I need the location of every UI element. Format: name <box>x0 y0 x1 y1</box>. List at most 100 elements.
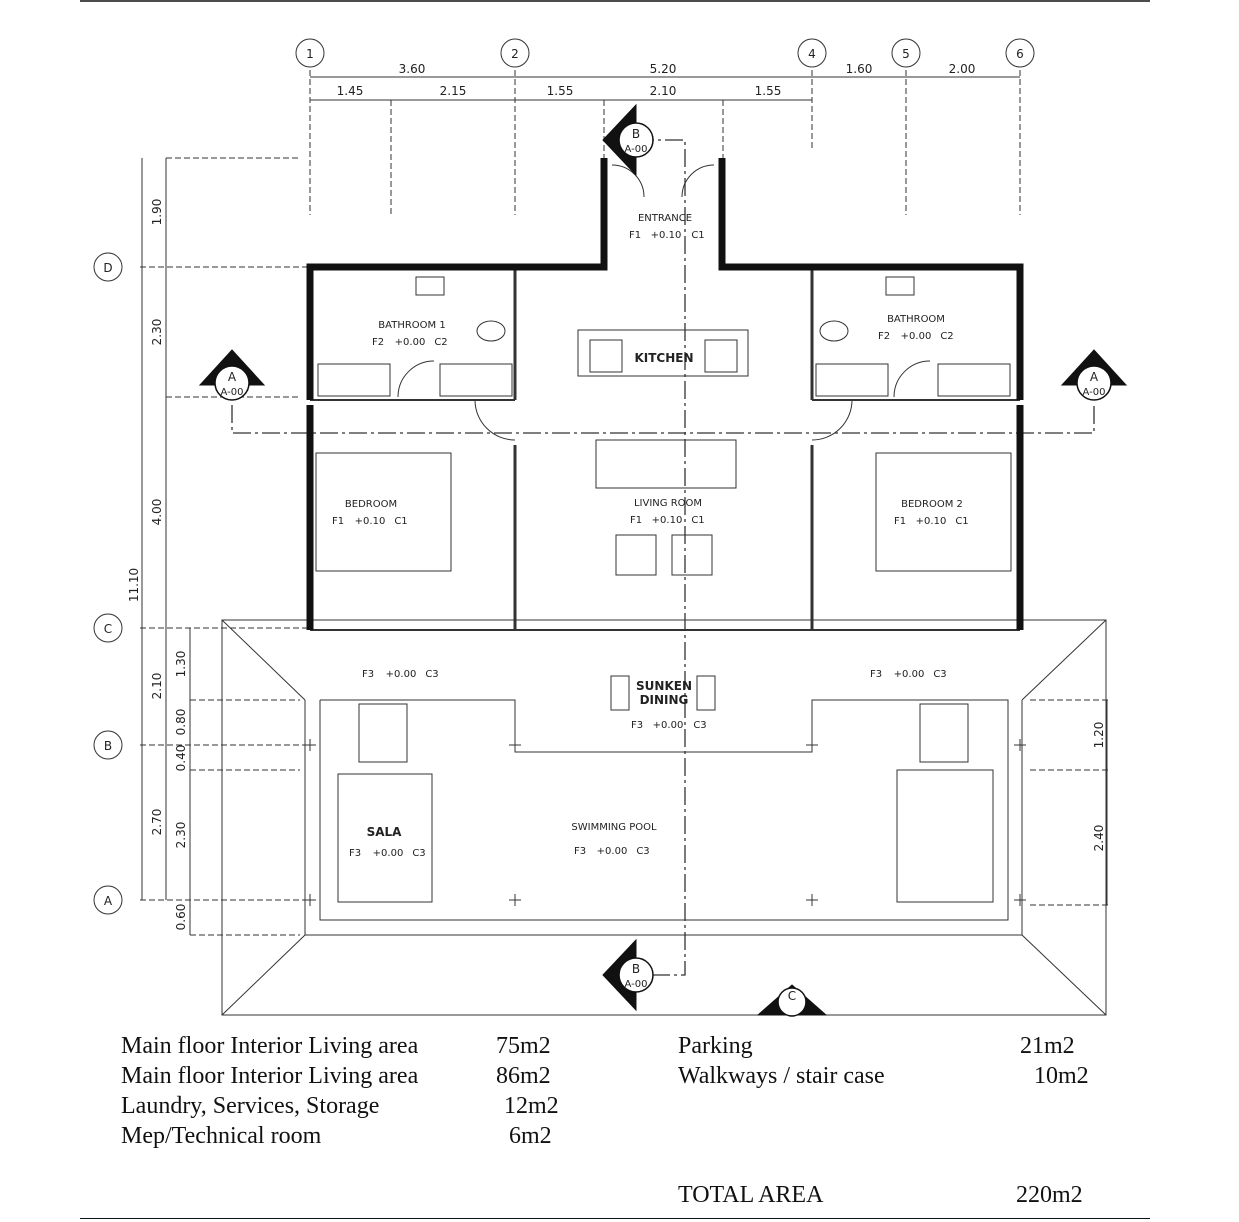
area-left-label-1: Main floor Interior Living area <box>121 1033 419 1059</box>
living-floor-tag: F1 <box>630 515 642 526</box>
dim-inner-2: 0.80 <box>174 709 188 736</box>
pool-floor-tag: F3 <box>574 846 586 857</box>
deck-left-level-tag: +0.00 <box>386 669 417 680</box>
grid-bubble-a <box>93 885 123 915</box>
grid-bubble-2 <box>500 38 530 68</box>
sunken-level-tag: +0.00 <box>653 720 684 731</box>
deck-left-floor-tag: F3 <box>362 669 374 680</box>
section-a-left-sheet: A-00 <box>221 387 244 398</box>
section-b-bottom-sheet: A-00 <box>625 979 648 990</box>
dim-top-1-2: 3.60 <box>399 62 426 76</box>
sala-floor-tag: F3 <box>349 848 361 859</box>
entrance-floor-tag: F1 <box>629 230 641 241</box>
area-left-value-1: 75m2 <box>496 1033 551 1059</box>
grid-label-4: 4 <box>808 47 816 61</box>
area-right-value-2: 10m2 <box>1034 1063 1089 1089</box>
bedroom1-level-tag: +0.10 <box>355 516 386 527</box>
dim-left-overall: 11.10 <box>127 568 141 602</box>
area-left-value-3: 12m2 <box>504 1093 559 1119</box>
area-right-label-2: Walkways / stair case <box>678 1063 885 1089</box>
dim-inner-3: 0.40 <box>174 745 188 772</box>
dim-top-4-5: 1.60 <box>846 62 873 76</box>
bedroom1-floor-tag: F1 <box>332 516 344 527</box>
dim-inner-1: 1.30 <box>174 651 188 678</box>
dim-inner-4: 2.30 <box>174 822 188 849</box>
bedroom2-level-tag: +0.10 <box>916 516 947 527</box>
living-level-tag: +0.10 <box>652 515 683 526</box>
dim-top-2-4: 5.20 <box>650 62 677 76</box>
pool-ceiling-tag: C3 <box>636 846 649 857</box>
bathroom2-ceiling-tag: C2 <box>940 331 953 342</box>
entrance-label: ENTRANCE <box>638 213 692 224</box>
dim-detail-1: 1.45 <box>337 84 364 98</box>
bathroom1-level-tag: +0.00 <box>395 337 426 348</box>
sunken-ceiling-tag: C3 <box>693 720 706 731</box>
bathroom2-floor-tag: F2 <box>878 331 890 342</box>
entrance-ceiling-tag: C1 <box>691 230 704 241</box>
grid-label-d: D <box>103 261 112 275</box>
area-left-label-2: Main floor Interior Living area <box>121 1063 419 1089</box>
grid-bubble-1 <box>295 38 325 68</box>
pool-level-tag: +0.00 <box>597 846 628 857</box>
grid-label-b: B <box>104 739 112 753</box>
dim-inner-5: 0.60 <box>174 904 188 931</box>
area-left-value-4: 6m2 <box>509 1123 552 1149</box>
bathroom2-label: BATHROOM <box>887 314 945 325</box>
bedroom2-ceiling-tag: C1 <box>955 516 968 527</box>
sala-level-tag: +0.00 <box>373 848 404 859</box>
section-b-top-letter: B <box>632 127 640 141</box>
area-left-value-2: 86m2 <box>496 1063 551 1089</box>
section-b-bottom-letter: B <box>632 962 640 976</box>
total-area-label: TOTAL AREA <box>678 1182 824 1208</box>
grid-label-1: 1 <box>306 47 314 61</box>
area-right-value-1: 21m2 <box>1020 1033 1075 1059</box>
dim-left-4: 2.10 <box>150 673 164 700</box>
bathroom1-ceiling-tag: C2 <box>434 337 447 348</box>
dim-detail-5: 1.55 <box>755 84 782 98</box>
deck-right-ceiling-tag: C3 <box>933 669 946 680</box>
living-ceiling-tag: C1 <box>691 515 704 526</box>
sunken-dining-label-2: DINING <box>640 693 689 707</box>
dim-left-5: 2.70 <box>150 809 164 836</box>
dim-left-1: 1.90 <box>150 199 164 226</box>
dim-detail-4: 2.10 <box>650 84 677 98</box>
entrance-level-tag: +0.10 <box>651 230 682 241</box>
sala-ceiling-tag: C3 <box>412 848 425 859</box>
section-a-right-sheet: A-00 <box>1083 387 1106 398</box>
grid-bubble-b <box>93 730 123 760</box>
grid-bubble-c <box>93 613 123 643</box>
area-left-label-3: Laundry, Services, Storage <box>121 1093 380 1119</box>
sunken-floor-tag: F3 <box>631 720 643 731</box>
kitchen-label: KITCHEN <box>634 351 693 365</box>
dim-detail-2: 2.15 <box>440 84 467 98</box>
section-a-left-letter: A <box>228 370 237 384</box>
area-left-label-4: Mep/Technical room <box>121 1123 322 1149</box>
grid-label-5: 5 <box>902 47 910 61</box>
bottom-rule <box>80 1218 1150 1219</box>
dim-detail-3: 1.55 <box>547 84 574 98</box>
grid-bubble-6 <box>1005 38 1035 68</box>
grid-label-2: 2 <box>511 47 519 61</box>
bedroom2-floor-tag: F1 <box>894 516 906 527</box>
section-b-top-sheet: A-00 <box>625 144 648 155</box>
deck-right-level-tag: +0.00 <box>894 669 925 680</box>
dim-left-2: 2.30 <box>150 319 164 346</box>
grid-bubble-d <box>93 252 123 282</box>
grid-label-c: C <box>104 622 112 636</box>
living-room-label: LIVING ROOM <box>634 498 702 509</box>
grid-bubble-5 <box>891 38 921 68</box>
section-a-right-letter: A <box>1090 370 1099 384</box>
area-right-label-1: Parking <box>678 1033 753 1059</box>
dim-left-3: 4.00 <box>150 499 164 526</box>
section-c-letter: C <box>788 989 796 1003</box>
bedroom1-ceiling-tag: C1 <box>394 516 407 527</box>
bathroom2-level-tag: +0.00 <box>901 331 932 342</box>
pool-label: SWIMMING POOL <box>571 822 657 833</box>
deck-right-floor-tag: F3 <box>870 669 882 680</box>
grid-label-6: 6 <box>1016 47 1024 61</box>
deck-left-ceiling-tag: C3 <box>425 669 438 680</box>
dim-right-2: 2.40 <box>1092 825 1106 852</box>
sala-label: SALA <box>367 825 403 839</box>
